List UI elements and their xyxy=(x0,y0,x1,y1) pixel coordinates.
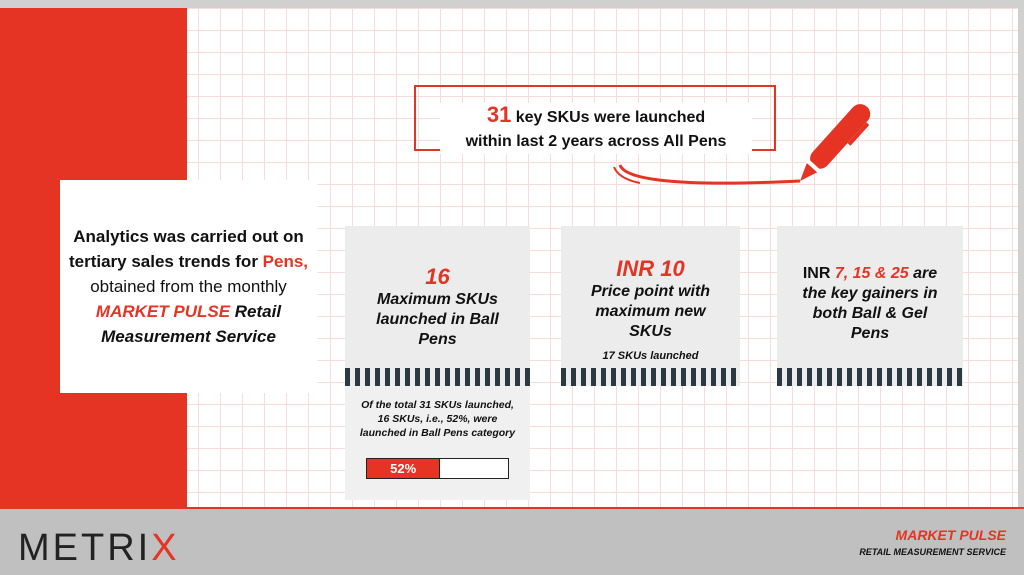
card-ball-pens: 16 Maximum SKUs launched in Ball Pens xyxy=(345,226,530,386)
metrix-logo: METRIX xyxy=(18,527,180,569)
tick-strip xyxy=(777,368,963,386)
card-value: INR 10 xyxy=(616,256,685,281)
headline-number: 31 xyxy=(486,102,512,127)
card-text: Maximum SKUs launched in Ball Pens xyxy=(376,291,499,348)
card-text: Price point with maximum new SKUs xyxy=(590,283,711,340)
intro-text: Analytics was carried out on tertiary sa… xyxy=(68,227,304,271)
progress-label: 52% xyxy=(390,461,417,476)
progress-bar: 52% xyxy=(366,458,509,479)
footer: METRIX MARKET PULSE RETAIL MEASUREMENT S… xyxy=(0,507,1024,575)
detail-text: Of the total 31 SKUs launched, 16 SKUs, … xyxy=(359,399,516,439)
pen-icon xyxy=(613,104,871,185)
progress-fill: 52% xyxy=(367,459,441,478)
tick-strip xyxy=(345,368,530,386)
intro-text-2: obtained from the monthly xyxy=(90,277,287,296)
intro-pens: Pens, xyxy=(262,252,309,271)
card-price-point: INR 10 Price point with maximum new SKUs… xyxy=(561,226,740,386)
tick-strip xyxy=(561,368,740,386)
card-highlight: 7, 15 & 25 xyxy=(834,265,909,282)
card-key-gainers: INR 7, 15 & 25 are the key gainers in bo… xyxy=(777,226,963,386)
footer-market-pulse: MARKET PULSE xyxy=(895,527,1006,543)
intro-text-3: Retail Measurement Service xyxy=(101,302,282,346)
intro-market-pulse: MARKET PULSE xyxy=(95,302,231,321)
footer-rms: RETAIL MEASUREMENT SERVICE xyxy=(859,547,1006,557)
intro-box: Analytics was carried out on tertiary sa… xyxy=(60,180,317,393)
headline-text: 31 key SKUs were launched within last 2 … xyxy=(440,103,752,154)
headline-line1: key SKUs were launched xyxy=(511,109,706,126)
headline-line2: within last 2 years across All Pens xyxy=(465,133,727,150)
card-sub: 17 SKUs launched xyxy=(602,350,699,362)
card-text-pre: INR xyxy=(802,265,835,282)
card-value: 16 xyxy=(425,264,450,289)
card-text-post: are the key gainers in both Ball & Gel P… xyxy=(802,265,938,342)
detail-panel: Of the total 31 SKUs launched, 16 SKUs, … xyxy=(345,386,530,500)
